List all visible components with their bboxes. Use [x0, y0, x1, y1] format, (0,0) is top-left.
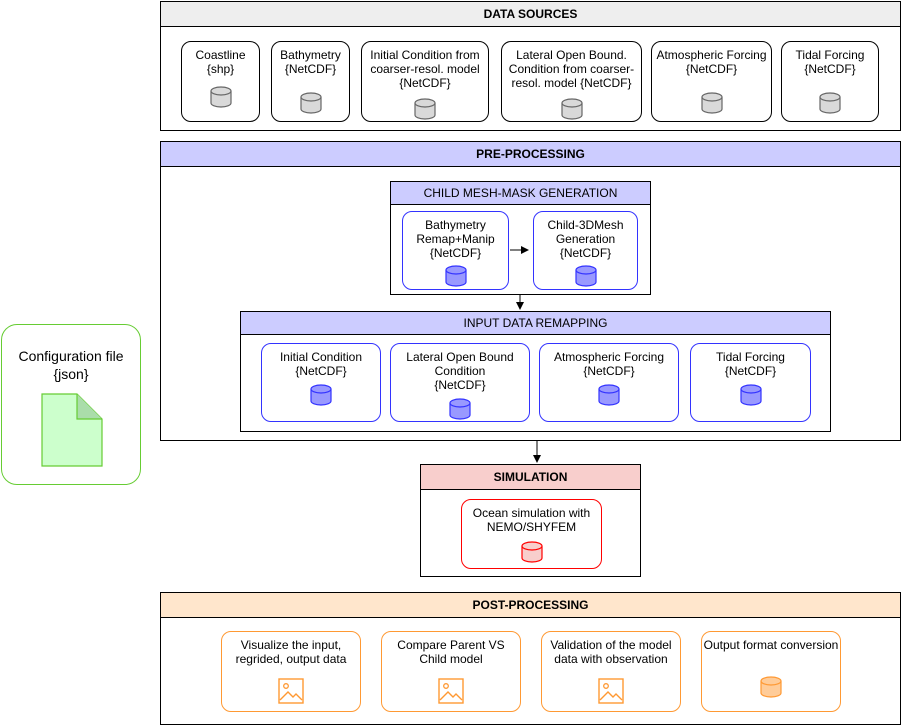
source-label: Initial Condition from coarser-resol. mo…: [370, 48, 480, 90]
source-coastline: Coastline {shp}: [181, 41, 260, 122]
post-visualize: Visualize the input, regrided, output da…: [221, 631, 361, 712]
remap-label: Atmospheric Forcing {NetCDF}: [553, 350, 665, 378]
remap-initial-condition: Initial Condition {NetCDF}: [261, 343, 381, 422]
child-mesh-title: CHILD MESH-MASK GENERATION: [391, 182, 650, 205]
source-bathymetry: Bathymetry {NetCDF}: [271, 41, 350, 122]
config-file-label: Configuration file {json}: [18, 348, 124, 382]
remap-label: Initial Condition {NetCDF}: [279, 350, 363, 378]
post-label: Validation of the model data with observ…: [550, 638, 672, 666]
database-icon: [520, 541, 543, 563]
post-label: Output format conversion: [703, 638, 839, 652]
simulation-ocean: Ocean simulation with NEMO/SHYFEM: [461, 499, 602, 569]
json-file-icon: [41, 393, 103, 467]
simulation-title: SIMULATION: [421, 465, 640, 490]
image-icon: [278, 678, 304, 704]
config-file-card: Configuration file {json}: [1, 324, 141, 485]
database-icon: [739, 384, 762, 406]
data-sources-title: DATA SOURCES: [161, 2, 900, 27]
source-label: Tidal Forcing {NetCDF}: [795, 48, 865, 76]
mesh-label: Child-3DMesh Generation {NetCDF}: [547, 218, 624, 260]
source-label: Atmospheric Forcing {NetCDF}: [656, 48, 767, 76]
image-icon: [438, 678, 464, 704]
child-mesh-section: CHILD MESH-MASK GENERATION Bathymetry Re…: [390, 181, 651, 295]
database-icon: [310, 384, 332, 406]
source-label: Coastline {shp}: [195, 48, 246, 76]
remap-label: Lateral Open Bound Condition {NetCDF}: [406, 350, 514, 392]
database-icon: [449, 398, 471, 420]
post-processing-section: POST-PROCESSING Visualize the input, reg…: [160, 592, 901, 725]
database-icon: [574, 265, 597, 287]
source-initial-condition: Initial Condition from coarser-resol. mo…: [361, 41, 489, 122]
pre-processing-title: PRE-PROCESSING: [161, 142, 900, 167]
mesh-label: Bathymetry Remap+Manip {NetCDF}: [416, 218, 495, 260]
database-icon: [444, 265, 467, 287]
source-tidal-forcing: Tidal Forcing {NetCDF}: [781, 41, 879, 122]
simulation-section: SIMULATION Ocean simulation with NEMO/SH…: [420, 464, 641, 577]
image-icon: [598, 678, 624, 704]
database-icon: [560, 98, 583, 120]
mesh-child-3dmesh: Child-3DMesh Generation {NetCDF}: [533, 211, 638, 290]
post-label: Visualize the input, regrided, output da…: [235, 638, 347, 666]
database-icon: [760, 676, 782, 698]
database-icon: [299, 92, 322, 114]
database-icon: [414, 98, 436, 120]
post-label: Compare Parent VS Child model: [397, 638, 505, 666]
database-icon: [598, 384, 620, 406]
database-icon: [700, 92, 723, 114]
remap-atmospheric-forcing: Atmospheric Forcing {NetCDF}: [539, 343, 679, 422]
database-icon: [819, 92, 841, 114]
input-remapping-title: INPUT DATA REMAPPING: [241, 312, 830, 335]
input-remapping-section: INPUT DATA REMAPPING Initial Condition {…: [240, 311, 831, 432]
remap-lateral-open-bound: Lateral Open Bound Condition {NetCDF}: [390, 343, 530, 422]
source-label: Lateral Open Bound. Condition from coars…: [508, 48, 635, 90]
data-sources-section: DATA SOURCES Coastline {shp} Bathymetry …: [160, 1, 901, 131]
post-validation: Validation of the model data with observ…: [541, 631, 681, 712]
remap-label: Tidal Forcing {NetCDF}: [716, 350, 785, 378]
mesh-bathymetry-remap: Bathymetry Remap+Manip {NetCDF}: [402, 211, 509, 290]
post-processing-title: POST-PROCESSING: [161, 593, 900, 618]
source-label: Bathymetry {NetCDF}: [280, 48, 341, 76]
remap-tidal-forcing: Tidal Forcing {NetCDF}: [690, 343, 811, 422]
database-icon: [209, 86, 232, 108]
source-lateral-open-bound: Lateral Open Bound. Condition from coars…: [501, 41, 642, 122]
simulation-label: Ocean simulation with NEMO/SHYFEM: [472, 506, 591, 534]
post-compare: Compare Parent VS Child model: [381, 631, 521, 712]
post-output-format: Output format conversion: [701, 631, 841, 712]
source-atmospheric-forcing: Atmospheric Forcing {NetCDF}: [651, 41, 772, 122]
